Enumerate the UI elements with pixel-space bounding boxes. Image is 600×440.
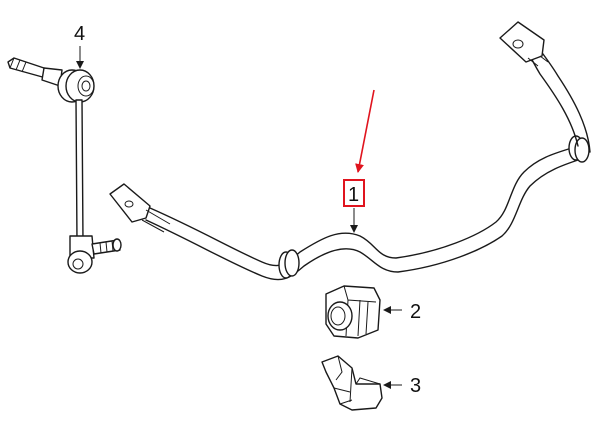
callout-2: 2 bbox=[410, 301, 421, 323]
bracket bbox=[321, 355, 383, 411]
bushing bbox=[325, 285, 381, 339]
callout-4: 4 bbox=[74, 23, 85, 45]
stabilizer-bar bbox=[109, 21, 591, 281]
callout-1: 1 bbox=[348, 184, 359, 206]
callout-1-highlight-box bbox=[343, 179, 365, 207]
stabilizer-link bbox=[7, 57, 122, 274]
callout-3: 3 bbox=[410, 375, 421, 397]
highlight-arrow bbox=[355, 89, 375, 173]
